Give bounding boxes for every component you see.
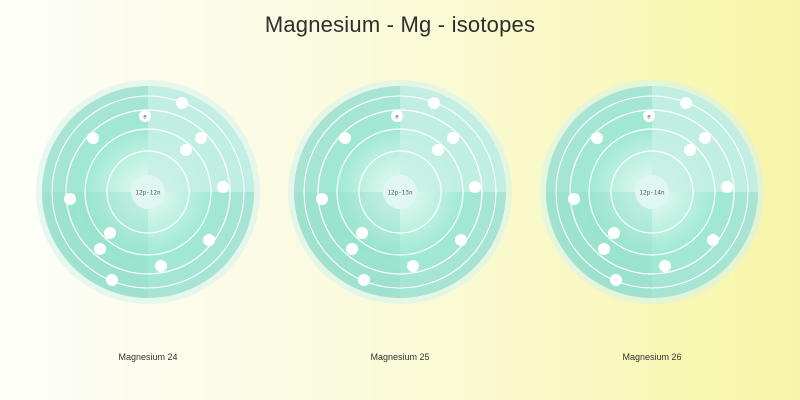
quadrant-lower-left [546, 192, 652, 298]
outer-ring [303, 95, 497, 289]
electron [721, 181, 733, 193]
electron [608, 227, 620, 239]
bohr-model: 12p-13n e [288, 80, 512, 304]
nucleus [131, 175, 165, 209]
electron [180, 144, 192, 156]
electron [407, 260, 419, 272]
electron-label: e [395, 115, 399, 121]
electron-label: e [647, 115, 651, 121]
electron [176, 97, 188, 109]
electron [64, 193, 76, 205]
orbit-shell-1 [106, 150, 190, 234]
electron [568, 193, 580, 205]
electron [346, 243, 358, 255]
isotope-label-magnesium-24: Magnesium 24 [118, 352, 178, 362]
isotope-label-magnesium-25: Magnesium 25 [370, 352, 430, 362]
page-title: Magnesium - Mg - isotopes [264, 12, 536, 37]
electron [356, 227, 368, 239]
isotope-label-magnesium-26: Magnesium 26 [622, 352, 682, 362]
electron [106, 274, 118, 286]
atom-diagram-magnesium-24: 12p-12n e [33, 80, 263, 310]
electron-label: e [143, 115, 147, 121]
orbit-shell-2 [336, 128, 464, 256]
nucleus [383, 175, 417, 209]
orbit-shell-1 [358, 150, 442, 234]
electron [155, 260, 167, 272]
bohr-model: 12p-14n e [540, 80, 764, 304]
atom-diagram-magnesium-26: 12p-14n e [537, 80, 767, 310]
quadrant-lower-left [42, 192, 148, 298]
bohr-model: 12p-12n e [36, 80, 260, 304]
orbit-shell-2 [84, 128, 212, 256]
electron [610, 274, 622, 286]
electron [432, 144, 444, 156]
electron [455, 234, 467, 246]
electron [139, 110, 151, 122]
electron [94, 243, 106, 255]
orbit-shell-3 [65, 109, 231, 275]
electron [217, 181, 229, 193]
electron [699, 132, 711, 144]
electron [428, 97, 440, 109]
electron [684, 144, 696, 156]
nucleus [635, 175, 669, 209]
electron [598, 243, 610, 255]
electron [104, 227, 116, 239]
orbit-shell-2 [588, 128, 716, 256]
nucleus-label: 12p-13n [387, 190, 413, 197]
outer-ring [555, 95, 749, 289]
electron [339, 132, 351, 144]
electron [87, 132, 99, 144]
nucleus-label: 12p-12n [135, 190, 161, 197]
quadrant-lower-left [294, 192, 400, 298]
electron [659, 260, 671, 272]
electron [707, 234, 719, 246]
orbit-shell-1 [610, 150, 694, 234]
orbit-shell-3 [569, 109, 735, 275]
atom-diagram-magnesium-25: 12p-13n e [285, 80, 515, 310]
nucleus-label: 12p-14n [639, 190, 665, 197]
orbit-shell-3 [317, 109, 483, 275]
outer-ring [51, 95, 245, 289]
electron [203, 234, 215, 246]
electron [195, 132, 207, 144]
electron [643, 110, 655, 122]
electron [358, 274, 370, 286]
electron [469, 181, 481, 193]
electron [391, 110, 403, 122]
electron [316, 193, 328, 205]
electron [591, 132, 603, 144]
electron [680, 97, 692, 109]
electron [447, 132, 459, 144]
